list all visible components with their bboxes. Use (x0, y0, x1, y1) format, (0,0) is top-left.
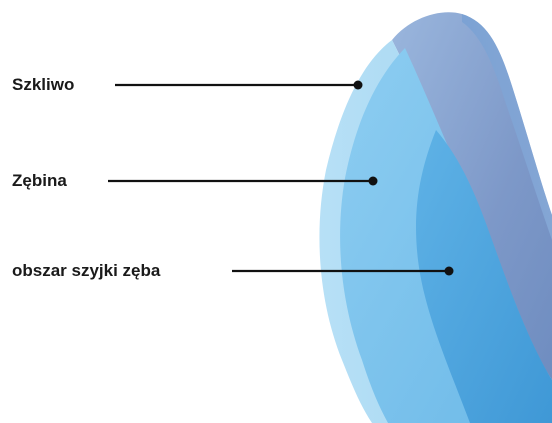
dentin-label: Zębina (12, 171, 67, 191)
enamel-label: Szkliwo (12, 75, 74, 95)
neck-marker-dot (445, 267, 454, 276)
dentin-marker-dot (369, 177, 378, 186)
enamel-marker-dot (354, 81, 363, 90)
neck-region-label: obszar szyjki zęba (12, 261, 160, 281)
